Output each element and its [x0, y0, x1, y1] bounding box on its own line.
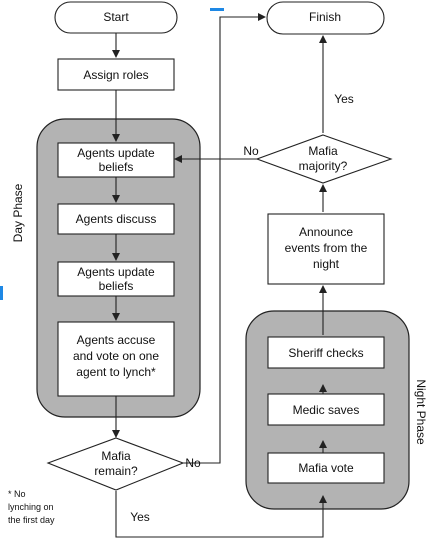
announce-box — [267, 213, 385, 285]
accent-mark-left — [0, 286, 3, 300]
night-phase-label: Night Phase — [414, 379, 428, 445]
accuse-line1: Agents accuse — [77, 333, 156, 347]
accuse-line3: agent to lynch* — [76, 365, 156, 379]
footnote-line2: lynching on — [8, 502, 54, 512]
finish-terminal — [266, 1, 385, 35]
label-no-update: No — [243, 144, 259, 158]
mafia-remain-line1: Mafia — [101, 449, 131, 463]
sheriff-checks-box — [267, 336, 385, 369]
footnote-line1: * No — [8, 489, 26, 499]
update-beliefs-1-line2: beliefs — [99, 160, 134, 174]
discuss-label: Agents discuss — [76, 212, 157, 226]
update-beliefs-2-line2: beliefs — [99, 279, 134, 293]
label-yes-finish: Yes — [334, 92, 354, 106]
announce-line2: events from the — [285, 241, 368, 255]
edge-yes-to-night — [115, 491, 327, 538]
mafia-majority-decision — [255, 134, 393, 184]
announce-line3: night — [313, 257, 340, 271]
sheriff-checks-label: Sheriff checks — [288, 346, 363, 360]
edge-no-to-finish — [182, 13, 266, 464]
mafia-vote-label: Mafia vote — [298, 461, 354, 475]
update-beliefs-1-line1: Agents update — [77, 146, 155, 160]
update-beliefs-box-1 — [57, 142, 175, 178]
medic-saves-box — [267, 393, 385, 426]
mafia-remain-decision — [46, 437, 185, 491]
mafia-remain-line2: remain? — [94, 464, 138, 478]
accuse-line2: and vote on one — [73, 349, 159, 363]
label-no-night: No — [185, 456, 201, 470]
mafia-majority-line1: Mafia — [308, 144, 338, 158]
update-beliefs-box-2 — [57, 261, 175, 297]
footnote-line3: the first day — [8, 515, 55, 525]
discuss-box — [57, 203, 175, 235]
start-label: Start — [103, 10, 129, 24]
accent-mark-top — [210, 8, 224, 11]
day-phase-label: Day Phase — [11, 183, 25, 242]
mafia-majority-line2: majority? — [299, 159, 348, 173]
accuse-vote-box — [57, 321, 175, 397]
mafia-vote-box — [267, 452, 385, 484]
assign-roles-label: Assign roles — [83, 68, 148, 82]
announce-line1: Announce — [299, 225, 353, 239]
finish-label: Finish — [309, 10, 341, 24]
update-beliefs-2-line1: Agents update — [77, 265, 155, 279]
start-terminal — [54, 1, 178, 34]
medic-saves-label: Medic saves — [293, 403, 360, 417]
label-yes-bottom: Yes — [130, 510, 150, 524]
assign-roles-box — [57, 58, 175, 91]
